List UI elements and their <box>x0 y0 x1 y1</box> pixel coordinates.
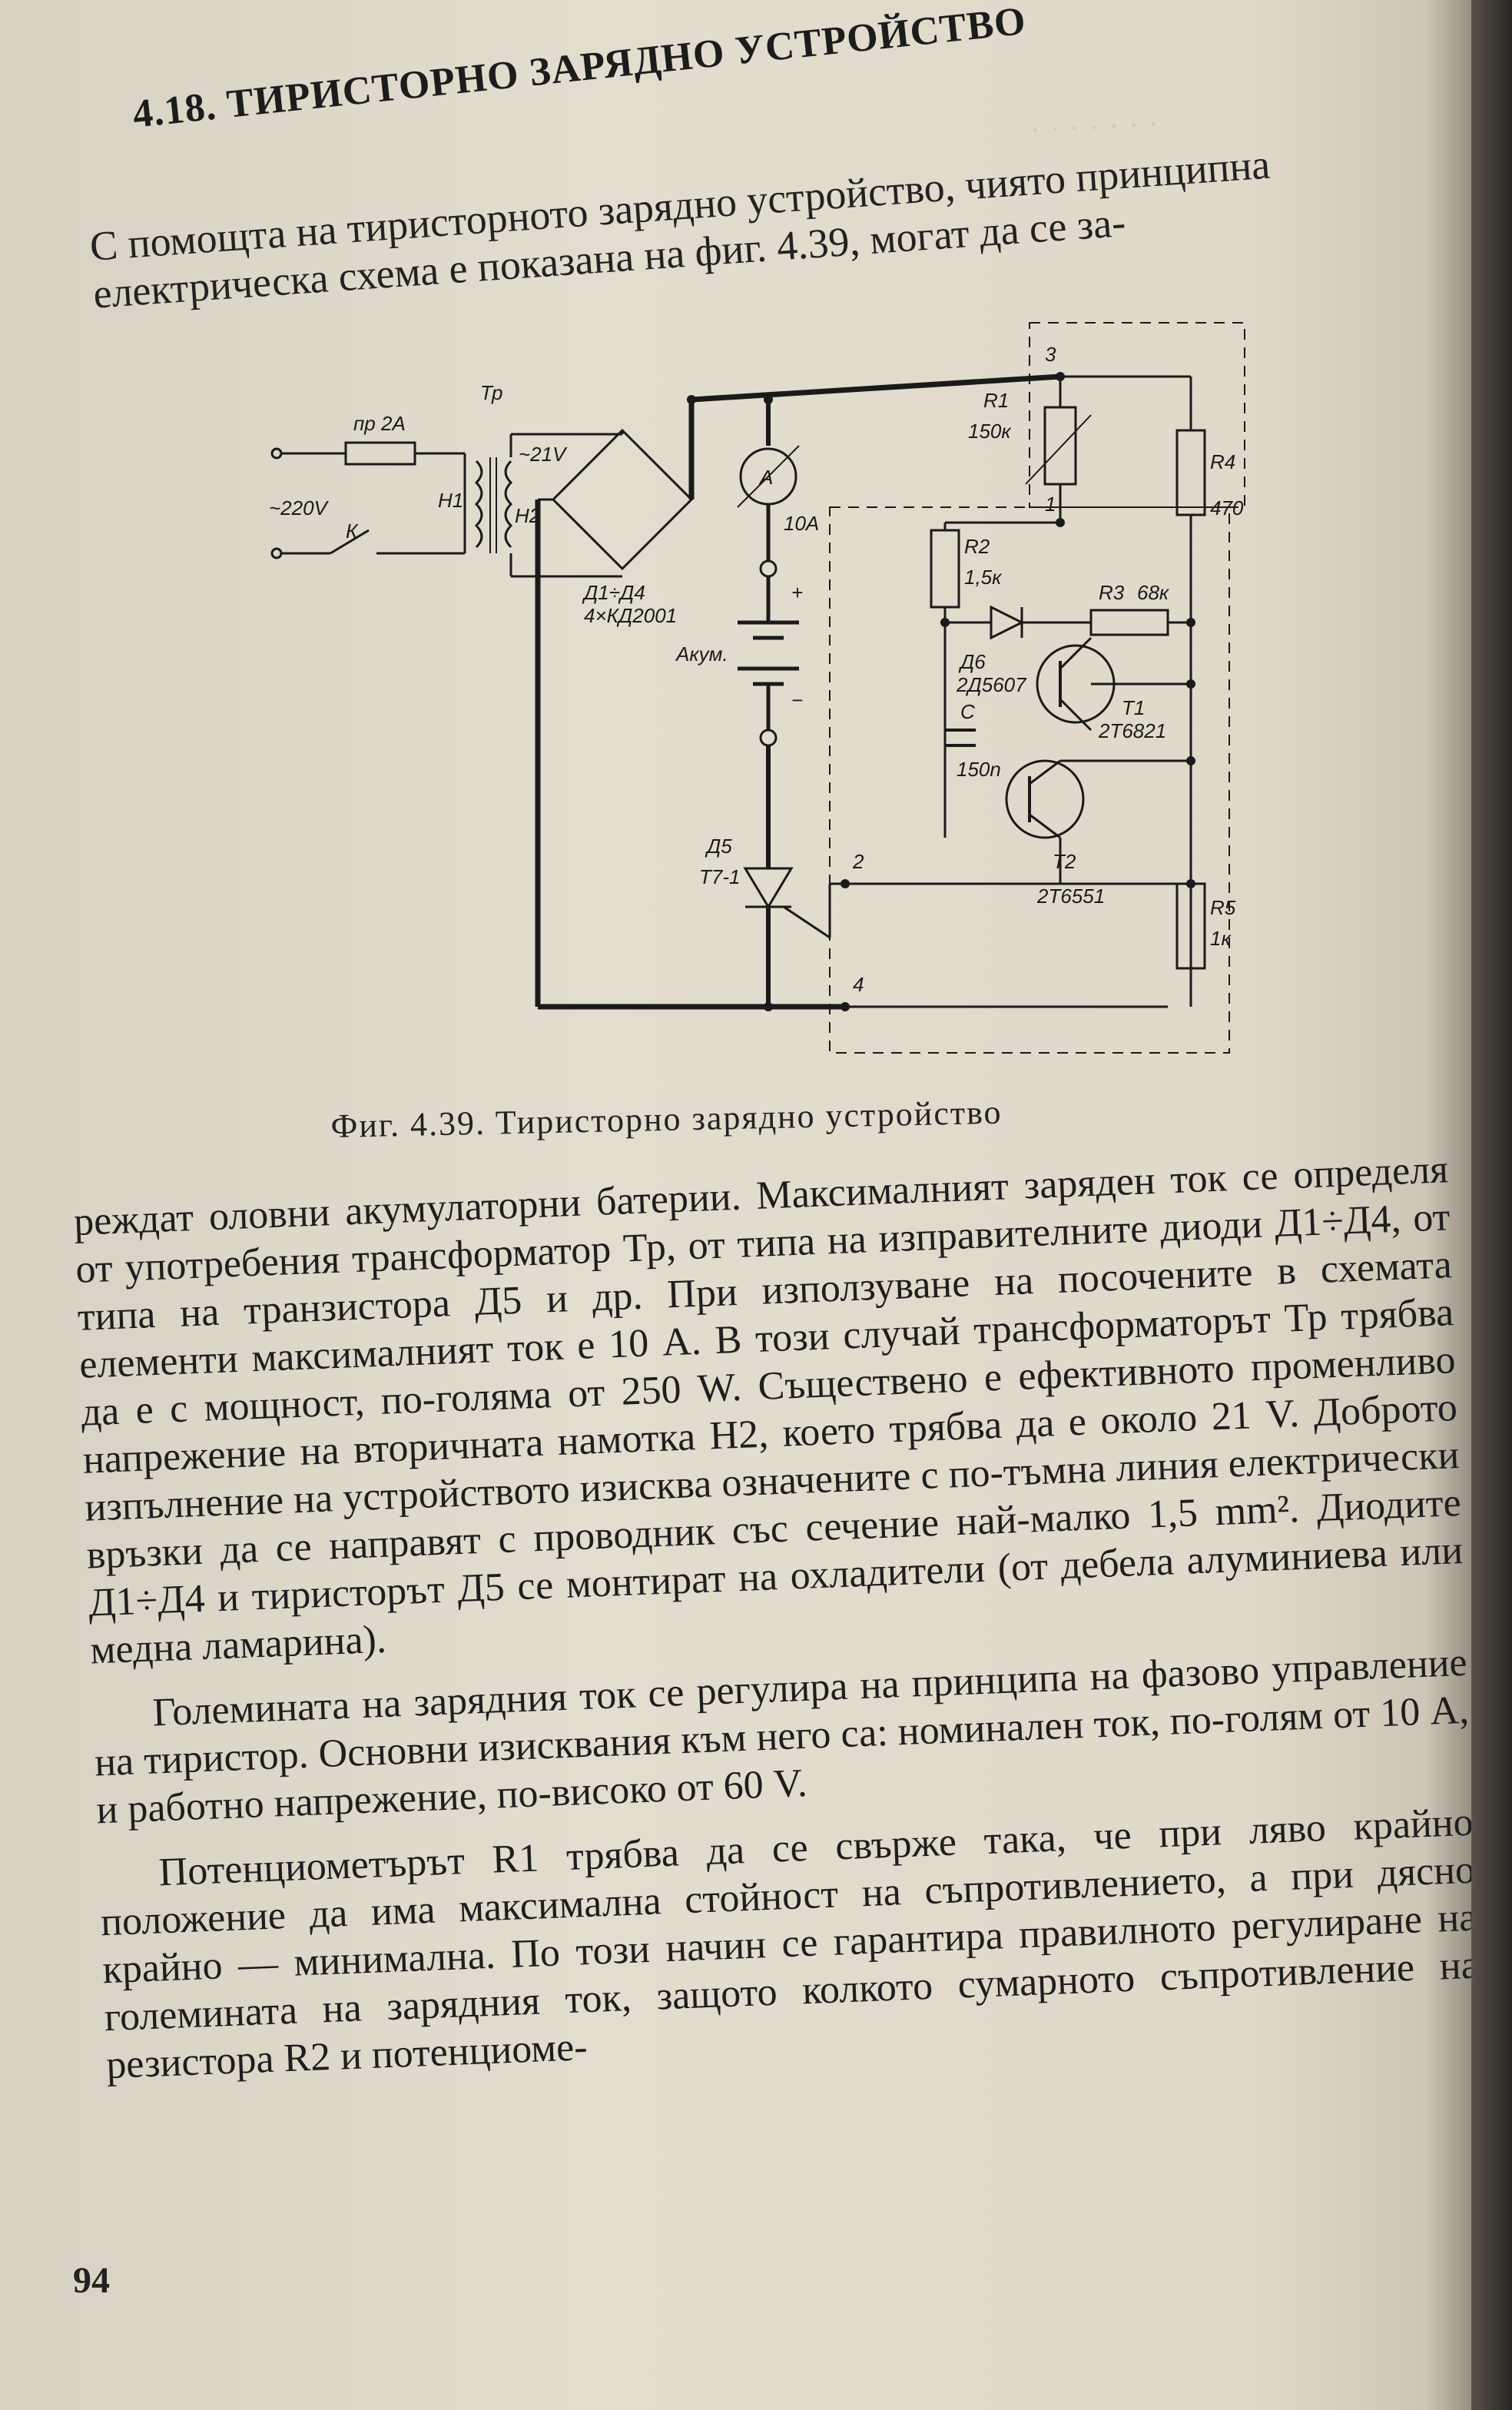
label-minus: − <box>791 689 803 712</box>
diode-bridge <box>551 428 694 571</box>
r3-resistor <box>1089 609 1169 636</box>
label-mains: ~220V <box>269 496 330 520</box>
label-r5: R5 <box>1210 896 1236 919</box>
label-transformer: Тр <box>480 381 502 404</box>
paragraph: реждат оловни акумулаторни батерии. Макс… <box>73 1147 1464 1673</box>
section-heading: 4.18. ТИРИСТОРНО ЗАРЯДНО УСТРОЙСТВО <box>131 0 1029 137</box>
r1-potentiometer <box>1043 406 1077 486</box>
label-primary-winding: Н1 <box>438 489 463 512</box>
label-node-3: 3 <box>1045 343 1056 366</box>
label-d5-type: Т7-1 <box>699 865 740 888</box>
secondary-winding <box>504 460 513 549</box>
book-page: · · · · · · · 4.18. ТИРИСТОРНО ЗАРЯДНО У… <box>0 0 1471 2410</box>
label-node-1: 1 <box>1045 493 1056 516</box>
label-r5-value: 1к <box>1210 927 1232 950</box>
label-d6: Д6 <box>958 650 986 673</box>
label-t1-type: 2Т6821 <box>1098 719 1166 742</box>
label-t2: Т2 <box>1053 850 1076 873</box>
label-r3-value: 68к <box>1137 581 1170 604</box>
label-r1-value: 150к <box>968 420 1012 443</box>
thyristor-symbol <box>743 867 794 909</box>
circuit-diagram: пр 2А Тр ~21V ~220V К Н1 Н2 Д1÷Д4 4×КД20… <box>246 300 1291 1076</box>
t2-transistor <box>1005 759 1085 839</box>
label-cap: С <box>960 700 975 723</box>
label-secondary-winding: Н2 <box>515 504 541 527</box>
page-number: 94 <box>73 2260 110 2301</box>
label-t2-type: 2Т6551 <box>1036 885 1105 908</box>
label-ammeter: A <box>758 466 773 489</box>
control-module-boundary <box>829 506 1230 1054</box>
label-diodes: Д1÷Д4 <box>582 581 645 604</box>
body-text: реждат оловни акумулаторни батерии. Макс… <box>73 1146 1471 2106</box>
figure-caption: Фиг. 4.39. Тиристорно зарядно устройство <box>330 1093 1003 1145</box>
label-battery: Акум. <box>675 642 728 666</box>
mains-terminal-top <box>270 447 283 460</box>
fuse-symbol <box>344 441 416 466</box>
label-switch: К <box>346 520 359 543</box>
label-fuse: пр 2А <box>353 412 406 435</box>
label-r3: R3 <box>1099 581 1125 604</box>
label-secondary-voltage: ~21V <box>519 443 568 466</box>
label-t1: Т1 <box>1122 696 1145 719</box>
mains-terminal-bottom <box>270 547 283 559</box>
paragraph: Големината на зарядния ток се регулира н… <box>94 1640 1470 1833</box>
book-spine <box>1471 0 1512 2410</box>
circuit-svg: пр 2А Тр ~21V ~220V К Н1 Н2 Д1÷Д4 4×КД20… <box>269 322 1245 1054</box>
paragraph: Потенциометърът R1 трябва да се свърже т… <box>100 1800 1471 2088</box>
label-r4-value: 470 <box>1210 496 1244 520</box>
label-r2-value: 1,5к <box>964 566 1003 589</box>
page-edge-shadow <box>1425 0 1471 2410</box>
label-d5: Д5 <box>705 835 732 858</box>
label-cap-value: 150n <box>957 758 1001 781</box>
label-d6-type: 2Д5607 <box>956 673 1027 696</box>
label-ammeter-range: 10A <box>784 512 819 535</box>
primary-winding <box>474 460 483 549</box>
label-r2: R2 <box>964 535 990 558</box>
r2-resistor <box>930 529 960 609</box>
label-r1: R1 <box>983 389 1009 412</box>
intro-paragraph: С помощта на тиристорното зарядно устрой… <box>88 141 1272 317</box>
bleed-through-text: · · · · · · · <box>1028 105 1160 150</box>
d6-diode <box>990 605 1025 640</box>
label-diode-type: 4×КД2001 <box>584 604 677 627</box>
label-node-4: 4 <box>853 973 864 996</box>
label-r4: R4 <box>1210 450 1235 473</box>
label-node-2: 2 <box>852 850 864 873</box>
r1-boundary <box>1029 322 1245 508</box>
label-plus: + <box>791 581 803 604</box>
switch-symbol <box>330 529 370 555</box>
r4-resistor <box>1175 429 1206 516</box>
